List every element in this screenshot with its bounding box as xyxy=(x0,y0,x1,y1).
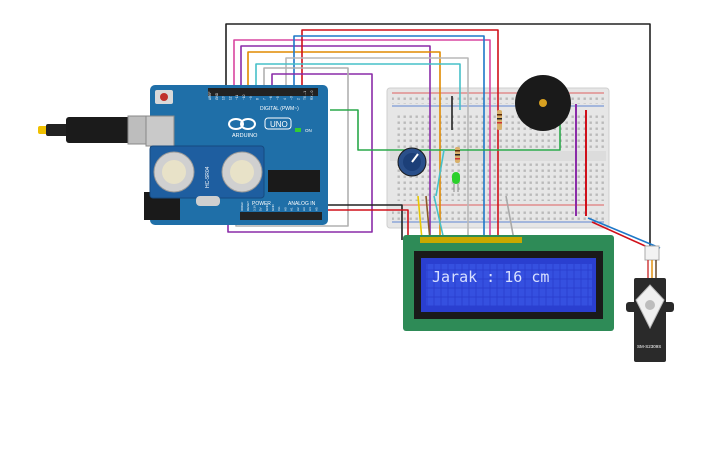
arduino-pin-label-top: RX←0 xyxy=(310,90,314,100)
arduino-pin-label-top: TX→1 xyxy=(303,91,307,100)
arduino-pin-label-top: ~3 xyxy=(290,96,294,100)
wire-purple-2 xyxy=(227,73,373,233)
ultrasonic-sensor[interactable]: HC-SR04 xyxy=(149,145,265,206)
wire-green xyxy=(330,109,561,151)
arduino-pin-label-top: 4 xyxy=(283,98,287,100)
on-label: ON xyxy=(305,128,312,133)
arduino-brand-text: ARDUINO xyxy=(232,133,258,139)
wire-purple-1 xyxy=(240,45,431,240)
arduino-pin-label-top: 13 xyxy=(222,96,226,100)
usb-cable-icon xyxy=(38,115,155,145)
power-label: POWER xyxy=(252,201,271,207)
arduino-model-text: UNO xyxy=(270,120,288,129)
arduino-pin-label-top: AREF xyxy=(208,91,212,100)
arduino-pin-label-bottom: A2 xyxy=(296,207,300,211)
arduino-pin-label-top: GND xyxy=(215,92,219,100)
wire-gray xyxy=(285,57,469,240)
resistor-2-icon[interactable] xyxy=(497,110,502,130)
wire-black-servo-gnd xyxy=(225,23,651,248)
atmega-chip xyxy=(268,170,320,192)
arduino-pin-label-bottom: A3 xyxy=(302,207,306,211)
wire-lcd-3 xyxy=(433,195,445,241)
arduino-pin-label-top: ~11 xyxy=(235,95,239,100)
arduino-pin-label-bottom: IOREF xyxy=(240,202,244,211)
servo-motor[interactable]: SM-S2309S xyxy=(626,245,674,362)
wires xyxy=(225,23,661,251)
wire-lcd-2 xyxy=(425,195,431,241)
arduino-pin-label-bottom: GND xyxy=(271,204,275,212)
wire-red-rail xyxy=(591,221,655,251)
lcd-module[interactable]: Jarak : 16 cm xyxy=(403,235,614,331)
arduino-pin-label-bottom: A5 xyxy=(314,207,318,211)
arduino-pin-label-bottom: RESET xyxy=(246,201,250,211)
arduino-pin-label-top: 8 xyxy=(256,98,260,100)
wire-lcd-4 xyxy=(505,195,515,241)
arduino-pin-label-top: 7 xyxy=(262,98,266,100)
arduino-pin-label-top: ~10 xyxy=(242,94,246,100)
digital-label: DIGITAL (PWM~) xyxy=(260,106,299,112)
arduino-pin-label-bottom: 5V xyxy=(259,207,263,211)
potentiometer-icon[interactable] xyxy=(397,147,427,177)
analog-label: ANALOG IN xyxy=(288,201,316,207)
wire-blue-rail xyxy=(587,217,661,249)
arduino-pin-label-bottom: Vin xyxy=(277,206,281,211)
arduino-pin-label-top: 12 xyxy=(228,96,232,100)
servo-horn-icon xyxy=(635,284,665,330)
wire-cyan xyxy=(255,63,461,110)
servo-model-text: SM-S2309S xyxy=(637,344,661,349)
resistor-icon[interactable] xyxy=(455,147,460,163)
wire-lcd-1 xyxy=(417,195,423,241)
arduino-logo xyxy=(228,118,256,130)
ultrasonic-model-text: HC-SR04 xyxy=(205,166,211,188)
wire-pot-2 xyxy=(435,149,445,197)
arduino-pin-label-top: ~6 xyxy=(269,96,273,100)
arduino-pin-label-top: 2 xyxy=(296,98,300,100)
arduino-pin-label-top: ~9 xyxy=(249,96,253,100)
wire-red-1 xyxy=(301,29,499,240)
arduino-pin-label-bottom: 3.3V xyxy=(252,205,256,211)
piezo-buzzer-icon[interactable] xyxy=(515,75,571,131)
arduino-pin-label-top: ~5 xyxy=(276,96,280,100)
wire-pink xyxy=(233,39,491,240)
arduino-pin-label-bottom: GND xyxy=(265,204,269,212)
arduino-pin-label-bottom: A1 xyxy=(290,207,294,211)
arduino-pin-label-bottom: A4 xyxy=(308,207,312,211)
lcd-display-text: Jarak : 16 cm xyxy=(432,268,549,286)
led-icon[interactable] xyxy=(452,172,460,192)
arduino-pin-label-bottom: A0 xyxy=(283,207,287,211)
lcd-pin-header xyxy=(420,237,522,243)
wire-orange xyxy=(247,51,441,240)
